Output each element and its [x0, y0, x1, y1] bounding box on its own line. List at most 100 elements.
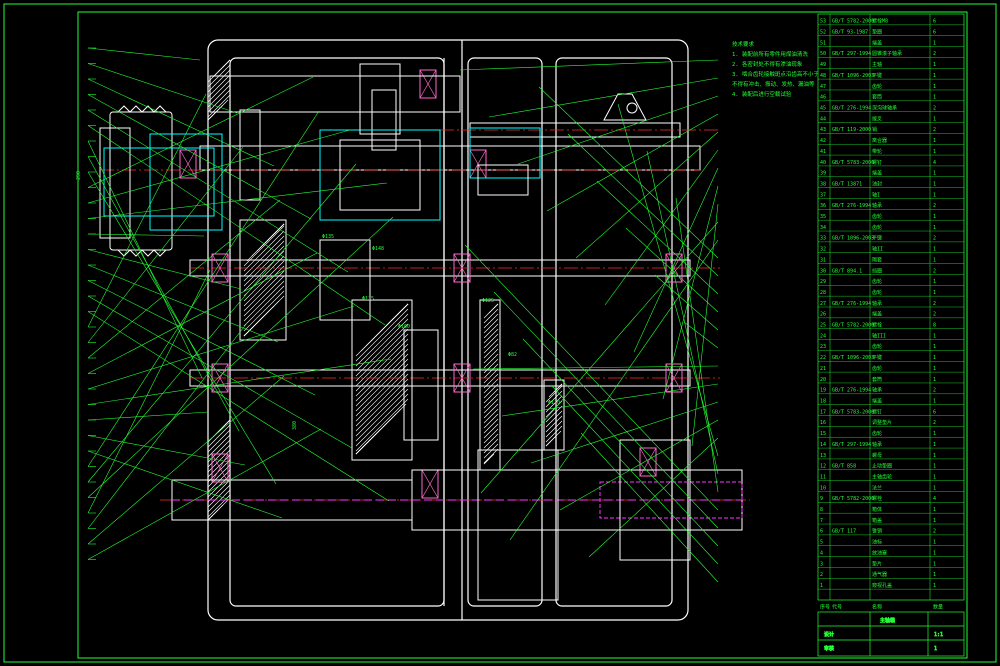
bom-row-name: 油标 — [872, 539, 882, 546]
hatch-line — [355, 353, 409, 407]
leader-left-27 — [87, 450, 283, 519]
bom-row-no: 33 — [820, 236, 826, 242]
leader-right-9 — [691, 203, 719, 447]
bom-row-name: 齿轮 — [872, 430, 882, 437]
bom-row-code: GB/T 5783-2000 — [832, 409, 874, 415]
bom-row-name: 隔套 — [872, 256, 882, 263]
gear-6 — [543, 379, 565, 451]
hatch-line — [207, 89, 231, 113]
bom-row-name: 齿轮 — [872, 83, 882, 90]
hatch-line — [483, 398, 499, 414]
bom-row-qty: 2 — [933, 105, 936, 111]
hatch-line — [483, 448, 499, 464]
bom-row-name: 螺栓 — [872, 495, 882, 502]
bom-row-name: 平键 — [872, 354, 882, 361]
bom-row-name: 通气器 — [872, 571, 887, 578]
bearing-3 — [211, 453, 229, 483]
hatch-line — [207, 464, 231, 488]
spindle — [171, 439, 743, 601]
bearing-cross — [421, 469, 439, 499]
bom-row-qty: 1 — [933, 344, 936, 350]
bearing-5 — [665, 363, 683, 393]
bearing-9 — [421, 469, 439, 499]
bom-row-no: 12 — [820, 464, 826, 470]
bearing-outer — [639, 447, 657, 477]
hatch-line — [483, 393, 499, 409]
bom-row-qty: 2 — [933, 420, 936, 426]
bom-row-qty: 1 — [933, 518, 936, 524]
inner-frame — [77, 11, 968, 659]
hatch-line — [483, 338, 499, 354]
hatch-line — [483, 418, 499, 434]
leader-right-7 — [633, 167, 719, 353]
bom-row-qty: 1 — [933, 192, 936, 198]
bom-row-no: 25 — [820, 323, 826, 329]
hatch-line — [355, 388, 409, 442]
bom-row-no: 38 — [820, 181, 826, 187]
dim-gear-f: Φ110 — [548, 400, 560, 406]
bom-row-qty: 6 — [933, 30, 936, 36]
bom-row-no: 44 — [820, 116, 826, 122]
bom-row-qty: 1 — [933, 398, 936, 404]
bom-row-code: GB/T 297-1994 — [832, 51, 871, 57]
hatch-line — [243, 285, 285, 327]
leader-right-29 — [551, 385, 719, 565]
bom-row-no: 31 — [820, 257, 826, 263]
leader-left-1 — [87, 47, 201, 61]
bom-row-qty: 1 — [933, 279, 936, 285]
bom-row-no: 4 — [820, 550, 823, 556]
gear-1 — [239, 219, 287, 341]
hatch-line — [207, 489, 231, 513]
leader-right-5 — [575, 131, 719, 259]
bom-row-qty: 8 — [933, 323, 936, 329]
dim-gear-d: Φ160 — [398, 324, 410, 330]
bom-row-no: 8 — [820, 507, 823, 513]
hatch-line — [493, 303, 499, 309]
bom-row-no: 5 — [820, 540, 823, 546]
leader-right-27 — [493, 291, 719, 529]
leader-right-2 — [488, 77, 719, 118]
hatch-line — [355, 348, 409, 402]
bearing-1 — [211, 253, 229, 283]
bearing-outer — [211, 253, 229, 283]
hatch-line — [207, 479, 231, 503]
hatch-line — [243, 230, 285, 272]
bom-row-name: 端盖 — [872, 397, 882, 404]
bom-row-code: GB/T 5783-2000 — [832, 160, 874, 166]
hatch-line — [483, 428, 499, 444]
bearing-cross — [179, 149, 197, 179]
bom-header-qty: 数量 — [933, 604, 943, 611]
leader-right-17 — [683, 321, 719, 349]
bearing-cross — [211, 453, 229, 483]
gearbox-housing — [207, 39, 689, 621]
hatch-zone-2 — [355, 303, 409, 455]
bom-row-qty: 1 — [933, 116, 936, 122]
bom-row-name: 螺栓 — [872, 322, 882, 329]
bom-row-code: GB/T 858 — [832, 464, 856, 470]
title-name: 主轴箱 — [880, 617, 895, 624]
leader-right-15 — [625, 227, 719, 313]
bom-row-qty: 2 — [933, 127, 936, 133]
bom-row-qty: 1 — [933, 474, 936, 480]
bom-row-code: GB/T 1096-2003 — [832, 73, 874, 79]
bom-row-no: 16 — [820, 420, 826, 426]
bom-row-no: 14 — [820, 442, 826, 448]
hatch-line — [545, 415, 563, 433]
shaft-1 — [199, 145, 701, 171]
leader-right-26 — [464, 244, 719, 511]
bom-row-no: 41 — [820, 149, 826, 155]
v-belt-pulley — [99, 105, 223, 257]
bom-row-qty: 1 — [933, 583, 936, 589]
hatch-line — [355, 393, 409, 447]
hatch-line — [355, 323, 409, 377]
bom-row-qty: 1 — [933, 257, 936, 263]
bom-row-code: GB/T 5782-2000 — [832, 323, 874, 329]
leader-right-11 — [509, 239, 719, 541]
bearing-10 — [639, 447, 657, 477]
leader-left-20 — [87, 146, 244, 343]
hatch-line — [545, 425, 563, 443]
dim-width: 290 — [76, 171, 82, 180]
leader-left-13 — [87, 233, 205, 237]
bom-row-name: 齿轮 — [872, 213, 882, 220]
bom-row-qty: 2 — [933, 51, 936, 57]
